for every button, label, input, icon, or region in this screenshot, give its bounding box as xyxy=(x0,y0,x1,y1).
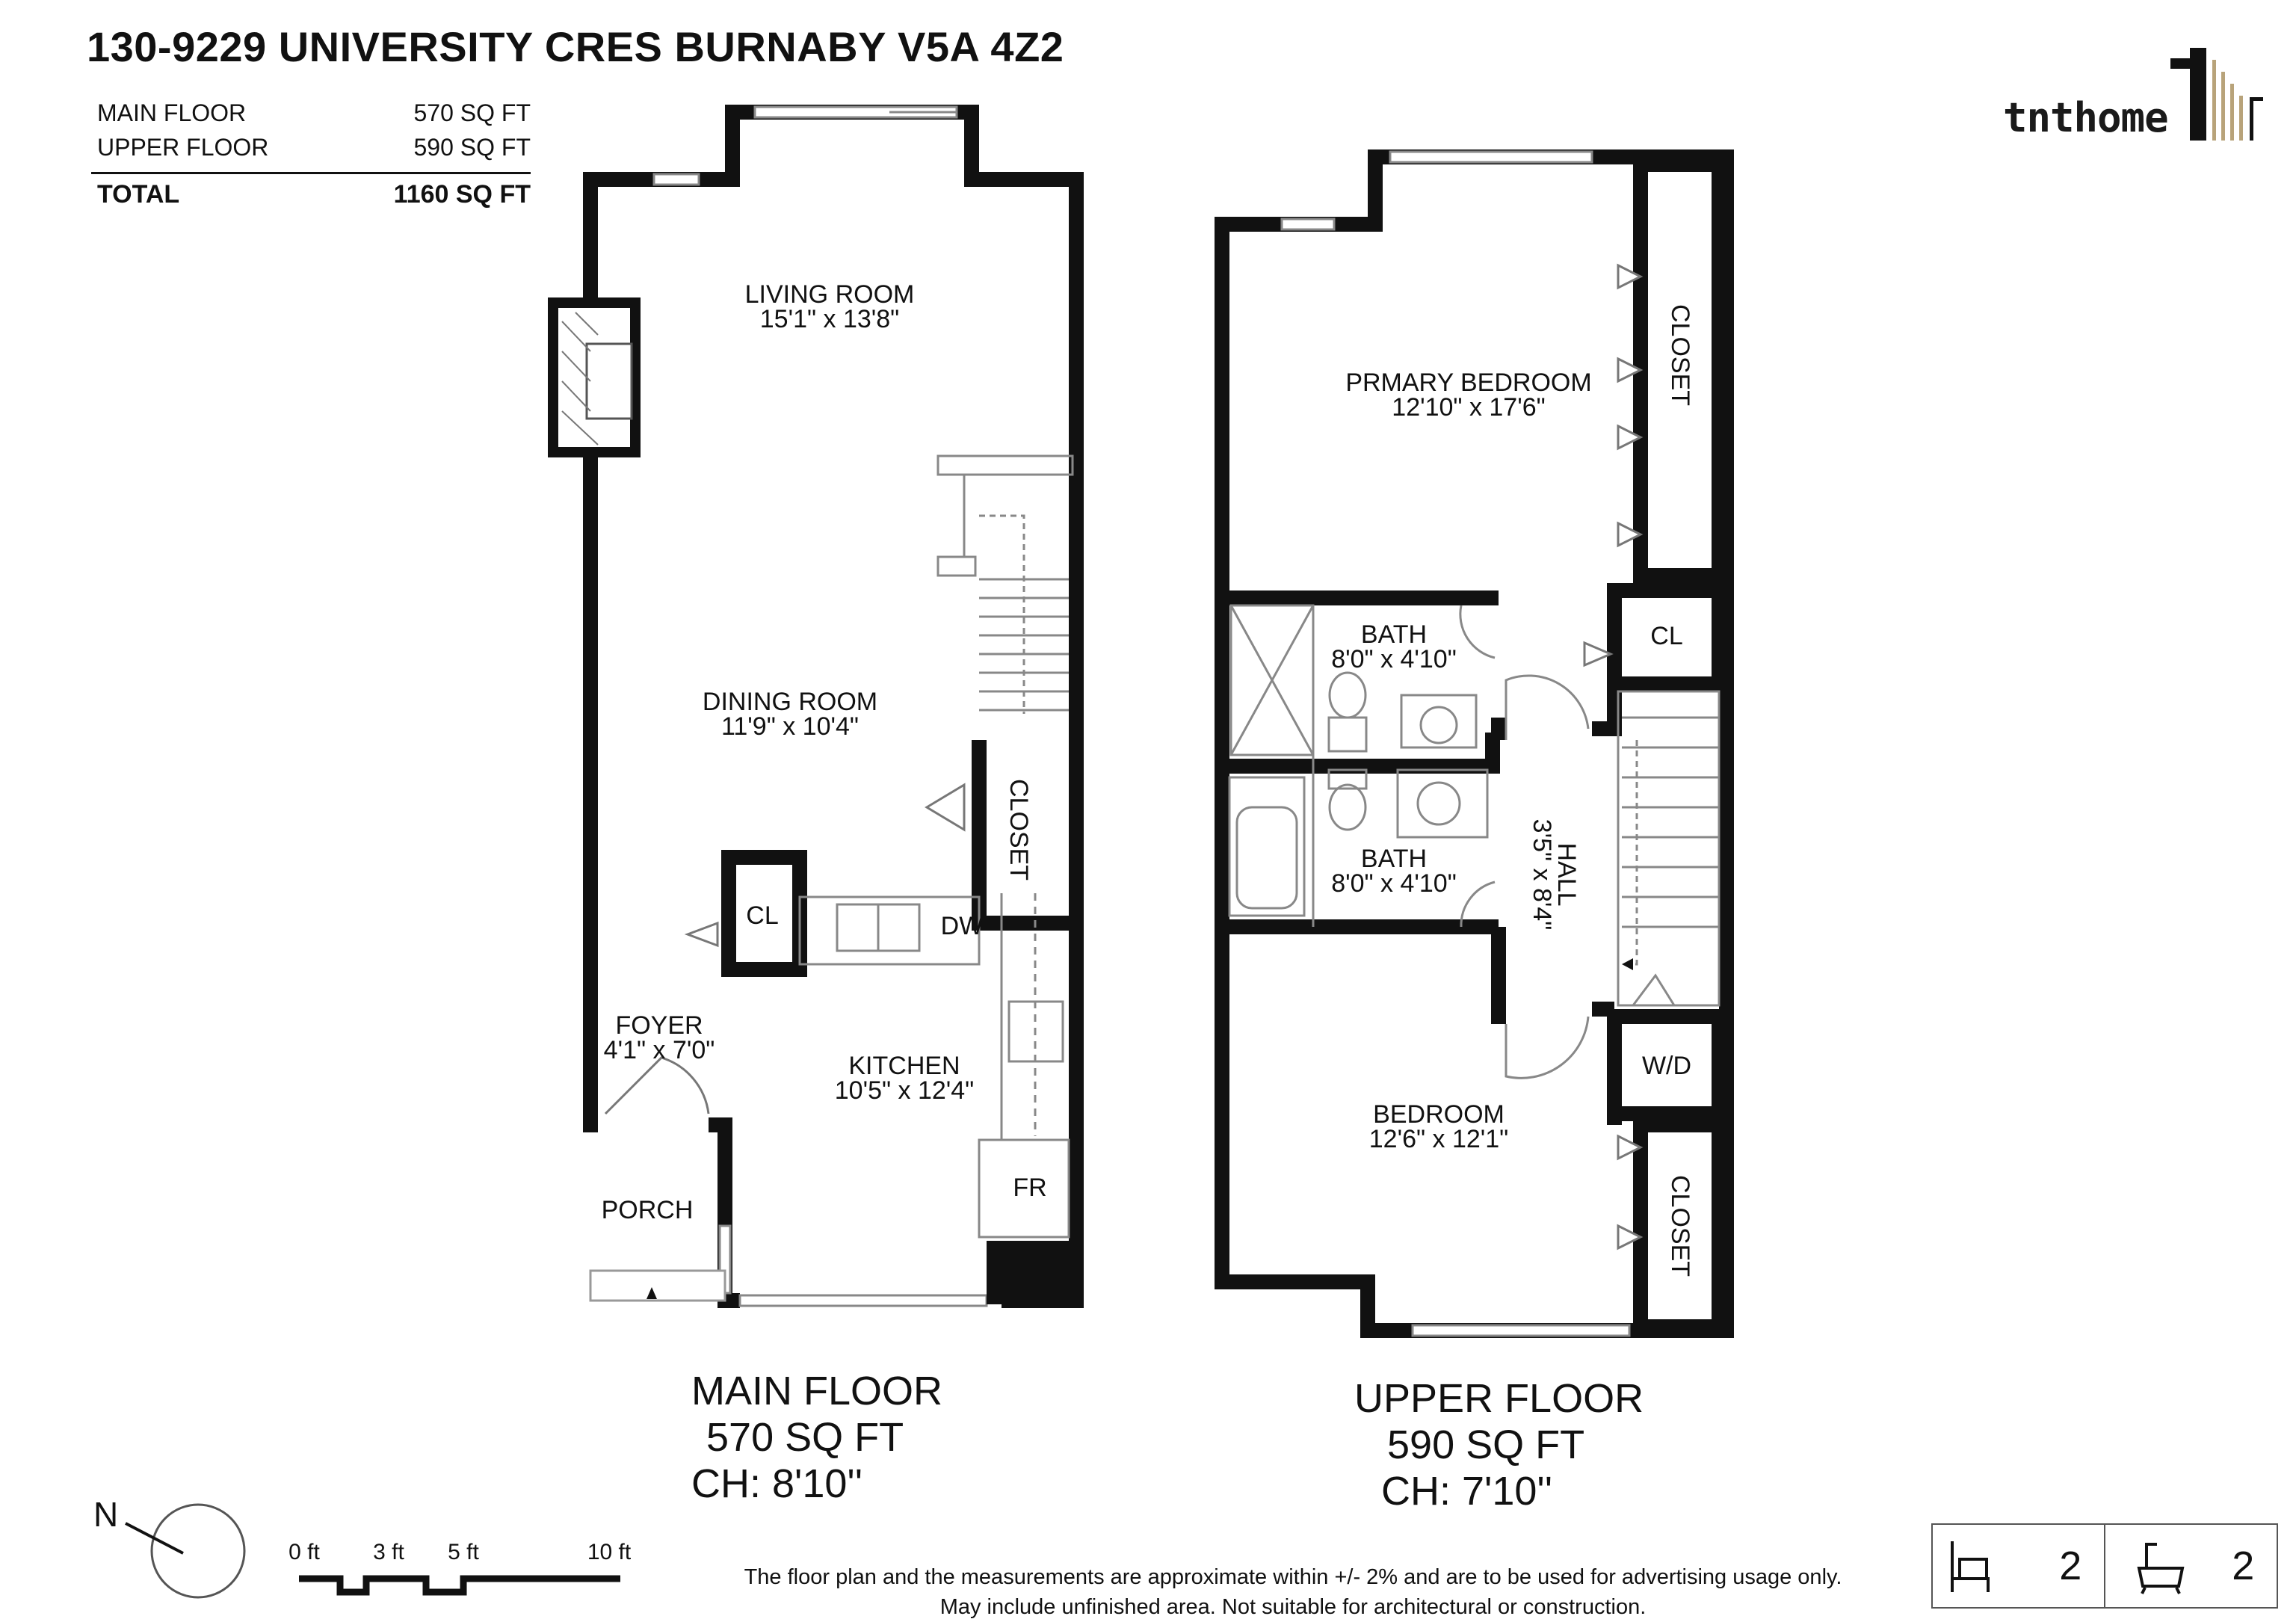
main-floor-caption: MAIN FLOOR 570 SQ FT CH: 8'10'' xyxy=(691,1368,942,1507)
room-label-porch: PORCH xyxy=(602,1196,694,1224)
room-label-kitchen: KITCHEN xyxy=(848,1052,960,1080)
room-label-closet: CLOSET xyxy=(1004,779,1033,881)
window xyxy=(738,1294,988,1307)
room-label-closet-1: CLOSET xyxy=(1666,304,1694,406)
summary-value: 590 SQ FT xyxy=(413,134,531,161)
room-label-wd: W/D xyxy=(1642,1052,1691,1080)
bathroom-count-value: 2 xyxy=(2232,1544,2255,1588)
upper-floor-caption: UPPER FLOOR 590 SQ FT CH: 7'10'' xyxy=(1354,1375,1644,1514)
window xyxy=(1280,218,1336,231)
upper-wd-box xyxy=(1607,1009,1726,1121)
window xyxy=(652,173,700,186)
compass-north-label: N xyxy=(93,1495,118,1534)
summary-row-main: MAIN FLOOR 570 SQ FT xyxy=(97,96,531,130)
summary-label: UPPER FLOOR xyxy=(97,134,269,161)
main-floor-plan: LIVING ROOM 15'1" x 13'8" DINING ROOM 11… xyxy=(548,105,1084,1308)
scale-tick-label: 3 ft xyxy=(373,1540,404,1564)
north-compass: N xyxy=(93,1495,246,1599)
property-address-title: 130-9229 UNIVERSITY CRES BURNABY V5A 4Z2 xyxy=(87,23,1064,70)
bedroom-count-value: 2 xyxy=(2059,1544,2082,1588)
room-dims-bath-1: 8'0" x 4'10" xyxy=(1331,645,1457,673)
disclaimer-line: May include unfinished area. Not suitabl… xyxy=(939,1595,1647,1619)
floor-name: MAIN FLOOR xyxy=(691,1369,943,1413)
scale-tick-label: 0 ft xyxy=(288,1540,320,1564)
upper-floor-plan: PRMARY BEDROOM 12'10" x 17'6" BATH 8'0" … xyxy=(1215,149,1734,1338)
main-entry-wall xyxy=(709,1117,740,1308)
area-summary: MAIN FLOOR 570 SQ FT UPPER FLOOR 590 SQ … xyxy=(91,96,531,212)
bed-icon xyxy=(1951,1541,1990,1592)
floor-area: 570 SQ FT xyxy=(706,1415,904,1460)
brand-logo: tnthome xyxy=(2003,94,2169,141)
summary-total-value: 1160 SQ FT xyxy=(393,180,531,209)
room-dims-kitchen: 10'5" x 12'4" xyxy=(835,1076,974,1105)
bedroom-count: 2 xyxy=(1933,1525,2104,1607)
room-label-bath-1: BATH xyxy=(1361,620,1427,649)
window xyxy=(1389,150,1593,164)
bathtub-icon xyxy=(2137,1543,2185,1594)
room-label-bath-2: BATH xyxy=(1361,845,1427,873)
room-label-fr: FR xyxy=(1013,1174,1046,1202)
room-dims-foyer: 4'1" x 7'0" xyxy=(604,1036,715,1064)
room-dims-hall: 3'5" x 8'4" xyxy=(1528,819,1556,931)
upper-exterior-wall xyxy=(1215,149,1734,1338)
scale-tick-label: 5 ft xyxy=(448,1540,479,1564)
room-label-cl: CL xyxy=(746,901,778,930)
room-dims-bedroom: 12'6" x 12'1" xyxy=(1369,1125,1508,1153)
room-label-hall: HALL xyxy=(1552,842,1581,906)
window xyxy=(1411,1324,1631,1337)
scale-bar: 0 ft 3 ft 5 ft 10 ft xyxy=(288,1540,632,1596)
floor-ceiling: CH: 7'10'' xyxy=(1381,1469,1553,1514)
room-count-legend: 2 2 xyxy=(1931,1523,2278,1609)
disclaimer-line: The floor plan and the measurements are … xyxy=(744,1565,1842,1589)
summary-divider xyxy=(91,172,531,174)
bathroom-count: 2 xyxy=(2104,1525,2277,1607)
summary-row-upper: UPPER FLOOR 590 SQ FT xyxy=(97,130,531,164)
summary-label: MAIN FLOOR xyxy=(97,99,247,126)
summary-row-total: TOTAL 1160 SQ FT xyxy=(97,177,531,212)
floor-ceiling: CH: 8'10'' xyxy=(691,1461,863,1506)
room-label-cl: CL xyxy=(1650,622,1682,650)
room-label-foyer: FOYER xyxy=(615,1011,703,1040)
disclaimer: The floor plan and the measurements are … xyxy=(658,1562,1928,1622)
room-label-living: LIVING ROOM xyxy=(745,280,915,309)
room-label-dw: DW xyxy=(941,912,984,940)
fridge-block xyxy=(987,1241,1076,1304)
summary-value: 570 SQ FT xyxy=(413,99,531,126)
main-porch-wall xyxy=(583,1114,598,1132)
room-label-primary-bedroom: PRMARY BEDROOM xyxy=(1345,369,1591,397)
room-dims-primary-bedroom: 12'10" x 17'6" xyxy=(1392,393,1545,422)
upper-closet2-box xyxy=(1633,1117,1726,1334)
scale-tick-label: 10 ft xyxy=(587,1540,632,1564)
room-dims-dining: 11'9" x 10'4" xyxy=(721,712,859,741)
room-dims-living: 15'1" x 13'8" xyxy=(760,305,899,333)
room-label-bedroom: BEDROOM xyxy=(1373,1100,1505,1129)
room-label-closet-2: CLOSET xyxy=(1666,1175,1694,1277)
summary-total-label: TOTAL xyxy=(97,180,180,209)
building-bars-icon xyxy=(2170,48,2263,141)
floor-area: 590 SQ FT xyxy=(1387,1422,1585,1467)
room-label-dining: DINING ROOM xyxy=(703,688,877,716)
room-dims-bath-2: 8'0" x 4'10" xyxy=(1331,869,1457,898)
floor-name: UPPER FLOOR xyxy=(1354,1376,1644,1421)
